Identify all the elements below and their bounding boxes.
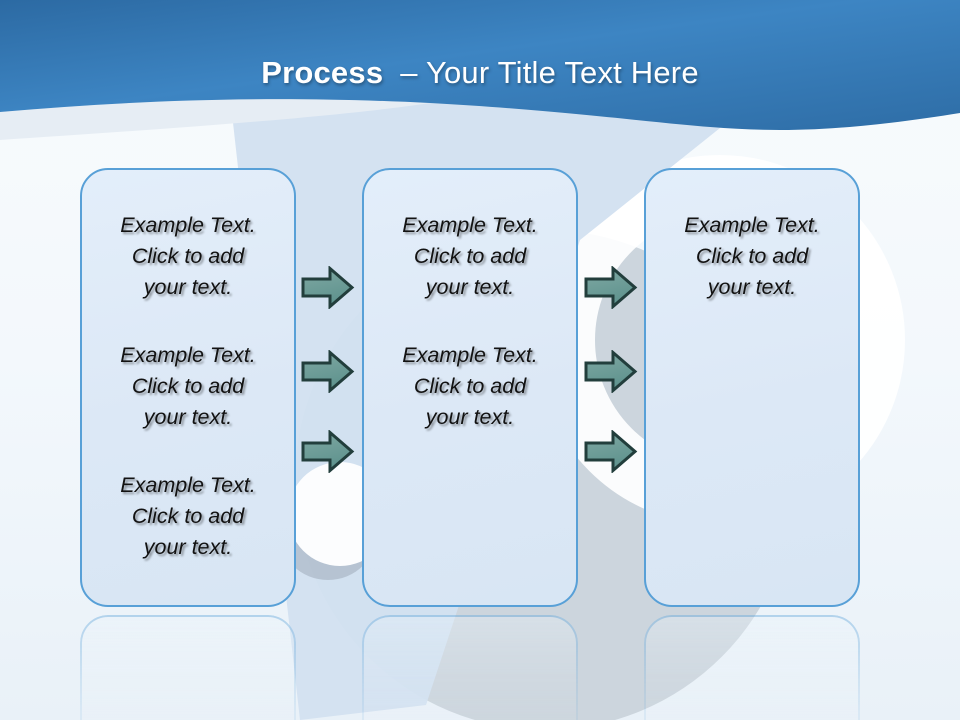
process-box-1[interactable]: Example Text. Click to add your text. Ex… xyxy=(80,168,296,607)
box-reflection xyxy=(80,615,296,720)
slide-title-placeholder[interactable]: – Your Title Text Here xyxy=(400,55,699,90)
process-box-2[interactable]: Example Text. Click to add your text. Ex… xyxy=(362,168,578,607)
right-arrow-icon xyxy=(301,266,355,309)
right-arrow-icon xyxy=(301,430,355,473)
right-arrow-icon xyxy=(584,350,638,393)
right-arrow-icon xyxy=(584,266,638,309)
process-box-3[interactable]: Example Text. Click to add your text. xyxy=(644,168,860,607)
slide-title-keyword[interactable]: Process xyxy=(261,55,384,90)
placeholder-text[interactable]: Example Text. Click to add your text. xyxy=(402,213,538,299)
right-arrow-icon xyxy=(584,430,638,473)
right-arrow-icon xyxy=(301,350,355,393)
box-reflection xyxy=(644,615,860,720)
placeholder-text[interactable]: Example Text. Click to add your text. xyxy=(684,213,820,299)
box-reflection xyxy=(362,615,578,720)
placeholder-text[interactable]: Example Text. Click to add your text. xyxy=(120,213,256,299)
placeholder-text[interactable]: Example Text. Click to add your text. xyxy=(402,343,538,429)
placeholder-text[interactable]: Example Text. Click to add your text. xyxy=(120,473,256,559)
slide-title[interactable]: Process – Your Title Text Here xyxy=(0,52,960,94)
placeholder-text[interactable]: Example Text. Click to add your text. xyxy=(120,343,256,429)
header-wave xyxy=(0,0,960,140)
